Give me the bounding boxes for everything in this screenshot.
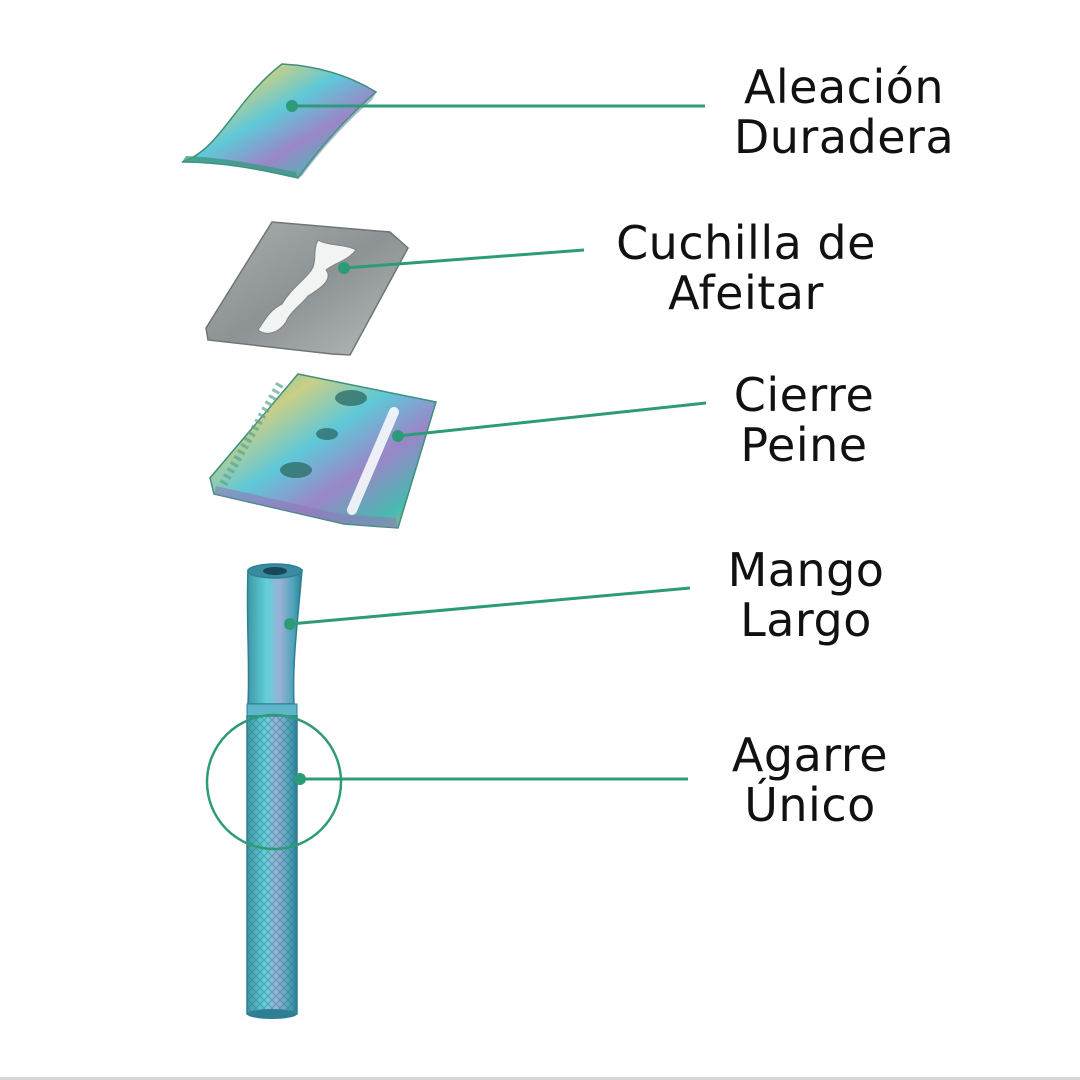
comb-guard-illustration [209, 373, 437, 529]
anchor-dot-cierre [392, 430, 404, 442]
label-aleacion-duradera: Aleación Duradera [714, 62, 974, 162]
leader-line-cuchilla [343, 248, 585, 270]
anchor-dot-agarre [294, 773, 306, 785]
label-cierre-line-2: Peine [740, 418, 868, 472]
label-agarre-unico: Agarre Único [710, 730, 910, 830]
blade-illustration [205, 221, 409, 356]
anchor-dot-cuchilla [338, 262, 350, 274]
label-cuchilla-de-afeitar: Cuchilla de Afeitar [596, 218, 896, 318]
handle-illustration [246, 563, 303, 1019]
leader-lines [284, 100, 707, 785]
label-mango-line-2: Largo [740, 593, 872, 647]
label-cuchilla-line-2: Afeitar [668, 266, 824, 320]
top-cap-illustration [181, 63, 378, 179]
anchor-dot-mango [284, 618, 296, 630]
anchor-dot-aleacion [286, 100, 298, 112]
label-cierre-line-1: Cierre [733, 368, 875, 422]
label-aleacion-line-1: Aleación [743, 60, 945, 114]
leader-line-cierre [397, 401, 707, 438]
label-mango-largo: Mango Largo [706, 545, 906, 645]
label-cierre-peine: Cierre Peine [714, 370, 894, 470]
grip-highlight-circle [205, 713, 343, 851]
label-aleacion-line-2: Duradera [733, 110, 955, 164]
label-agarre-line-2: Único [744, 778, 876, 832]
label-mango-line-1: Mango [727, 543, 885, 597]
label-agarre-line-1: Agarre [731, 728, 889, 782]
label-cuchilla-line-1: Cuchilla de [616, 216, 876, 270]
bottom-divider [0, 1077, 1080, 1080]
leader-line-mango [289, 586, 691, 626]
